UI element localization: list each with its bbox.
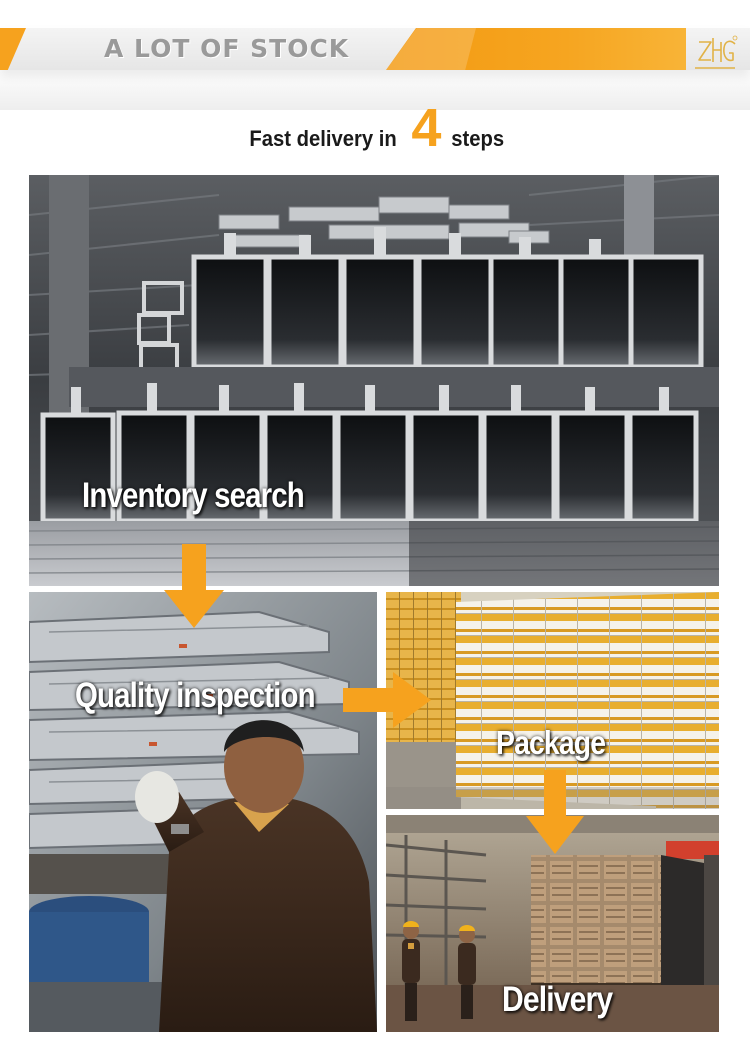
step-label-delivery: Delivery: [502, 980, 613, 1019]
page-title: A LOT OF STOCK: [104, 34, 350, 63]
step-label-inventory-search: Inventory search: [82, 476, 305, 515]
stacked-aluminum-square-profiles-photo: [29, 175, 719, 586]
worker-inspecting-aluminum-profiles-photo: [29, 592, 377, 1032]
arrow-down-icon: [526, 770, 584, 854]
step-label-package: Package: [496, 724, 606, 761]
subtitle-step-count: 4: [411, 98, 442, 158]
header-banner: A LOT OF STOCK: [0, 0, 750, 110]
subtitle: Fast delivery in 4 steps: [0, 98, 750, 158]
subtitle-prefix: Fast delivery in: [249, 126, 397, 151]
arrow-right-icon: [343, 672, 431, 728]
subtitle-suffix: steps: [451, 126, 505, 151]
arrow-down-icon: [164, 544, 224, 628]
zhg-company-logo: [691, 28, 739, 76]
header-orange-stripe-right: [386, 28, 686, 70]
workers-loading-container-truck-photo: [386, 815, 719, 1032]
step-label-quality-inspection: Quality inspection: [75, 676, 316, 715]
